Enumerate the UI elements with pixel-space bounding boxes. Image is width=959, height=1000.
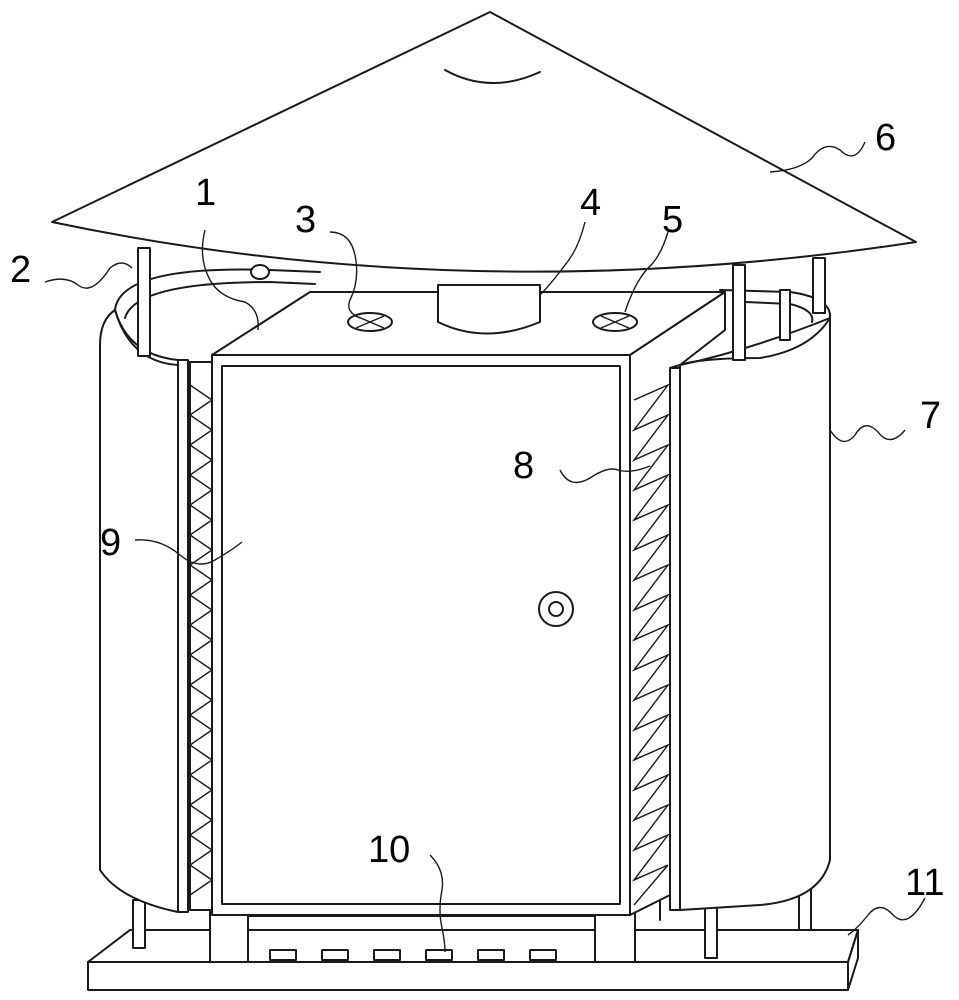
label-6: 6 (875, 117, 896, 159)
left-shutter (99, 309, 191, 913)
label-3: 3 (295, 199, 316, 241)
label-2: 2 (10, 249, 31, 291)
label-4: 4 (580, 182, 601, 224)
roof (51, 11, 917, 273)
leader-lines (44, 141, 926, 953)
label-10: 10 (368, 829, 410, 871)
right-shutter (669, 317, 831, 911)
vent-slots (269, 949, 557, 961)
base-plate (87, 929, 859, 991)
label-11: 11 (905, 862, 944, 904)
front-door (211, 354, 631, 916)
label-5: 5 (662, 199, 683, 241)
reference-numerals: 1 2 3 4 5 6 7 8 9 10 11 (10, 117, 944, 904)
label-7: 7 (920, 395, 941, 437)
label-8: 8 (513, 445, 534, 487)
label-9: 9 (100, 522, 121, 564)
left-louvers (188, 361, 214, 911)
box-right-side (629, 291, 726, 916)
bottom-legs (132, 887, 812, 959)
label-1: 1 (195, 172, 216, 214)
roof-posts (137, 247, 826, 361)
center-cylinder (437, 284, 541, 335)
